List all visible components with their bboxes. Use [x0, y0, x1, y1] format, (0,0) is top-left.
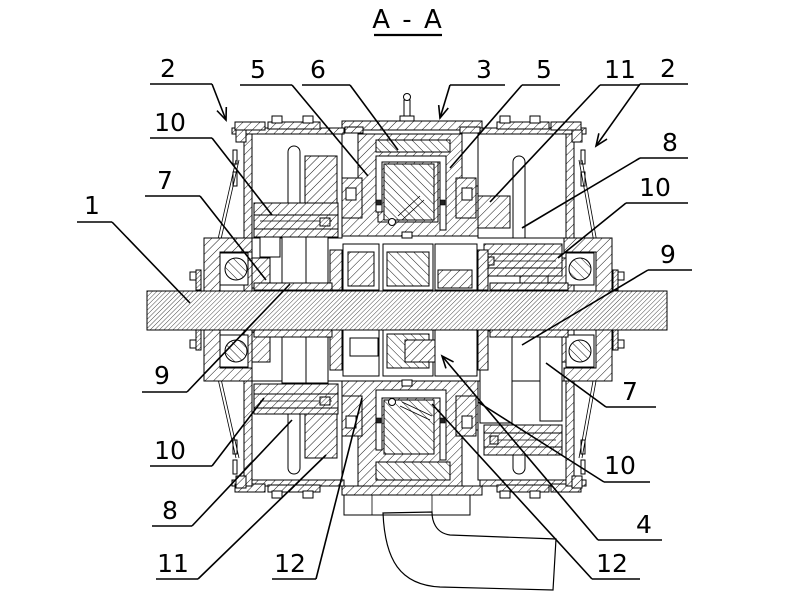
callout-number: 2 — [160, 54, 176, 83]
callout-c10-lr: 10 — [477, 401, 650, 483]
callout-leader-line — [439, 84, 451, 119]
callout-number: 10 — [639, 173, 671, 202]
callout-leader-line — [595, 83, 641, 147]
callout-leader-line — [477, 401, 605, 483]
upper-left-chamber — [251, 133, 343, 290]
callout-leader-line — [431, 403, 593, 580]
section-title-text: A - A — [372, 5, 443, 35]
central-upper-body — [341, 133, 479, 239]
top-valve-stem — [399, 93, 415, 122]
callout-number: 2 — [660, 54, 676, 83]
callout-leader-line — [489, 84, 601, 203]
upper-right-chamber — [475, 133, 567, 291]
lower-left-chamber — [251, 330, 343, 481]
callout-c5-right: 5 — [449, 55, 560, 169]
callout-leader-line — [111, 221, 191, 304]
callout-c5-left: 5 — [240, 55, 369, 177]
shaft-bushing-upper-right — [489, 282, 569, 291]
callout-number: 11 — [157, 549, 189, 578]
shaft-bushing-lower-right — [489, 329, 569, 338]
callout-number: 5 — [250, 55, 266, 84]
callout-leader-line — [211, 397, 265, 467]
callout-number: 11 — [604, 55, 636, 84]
bottom-plate — [341, 485, 483, 496]
bottom-outlet-pipe — [343, 494, 557, 591]
assembly-body — [146, 93, 668, 591]
callout-leader-line — [557, 202, 627, 259]
callout-number: 12 — [274, 549, 306, 578]
callout-leader-line — [521, 269, 649, 346]
callout-c8-top: 8 — [521, 128, 688, 229]
callout-number: 12 — [596, 549, 628, 578]
central-gear-blocks — [329, 243, 489, 377]
callout-leader-line — [199, 195, 267, 281]
arrowhead-icon — [594, 133, 608, 148]
callout-leader-line — [291, 84, 369, 177]
callout-leader-line — [441, 355, 599, 541]
callout-number: 8 — [662, 128, 678, 157]
shaft-bushing-lower-left — [253, 329, 333, 338]
callout-number: 9 — [154, 361, 170, 390]
callout-c9-left: 9 — [142, 283, 291, 393]
callout-number: 4 — [636, 510, 652, 539]
callout-leader-line — [545, 362, 607, 408]
callout-layer: 2 5 6 3 5 11 2 10 8 7 10 1 9 9 7 10 10 8 4 11 12 12 — [77, 54, 692, 580]
callout-leader-line — [315, 397, 363, 580]
callout-c1: 1 — [77, 191, 191, 304]
callout-number: 10 — [154, 108, 186, 137]
arrowhead-icon — [216, 106, 228, 122]
top-bolts — [234, 115, 582, 131]
callout-c6: 6 — [302, 55, 399, 151]
callout-c7-left: 7 — [145, 166, 267, 281]
callout-number: 8 — [162, 496, 178, 525]
arrowhead-icon — [437, 104, 449, 120]
callout-number: 6 — [310, 55, 326, 84]
callout-c10-ll: 10 — [150, 397, 265, 467]
callout-c3: 3 — [437, 55, 505, 120]
callout-c12-right: 12 — [431, 403, 640, 580]
callout-number: 7 — [157, 166, 173, 195]
callout-c11-top: 11 — [489, 55, 640, 203]
callout-leader-line — [186, 283, 291, 393]
callout-leader-line — [349, 84, 399, 151]
main-shaft — [146, 290, 668, 331]
callout-c4: 4 — [440, 354, 662, 541]
callout-number: 10 — [604, 451, 636, 480]
callout-c9-right: 9 — [521, 240, 692, 346]
callout-number: 10 — [154, 436, 186, 465]
callout-number: 7 — [622, 377, 638, 406]
callout-leader-line — [449, 84, 523, 169]
lower-right-chamber — [477, 330, 567, 481]
callout-c2-right: 2 — [594, 54, 688, 148]
bottom-bolts — [234, 483, 582, 499]
central-lower-body — [341, 379, 479, 487]
callout-leader-line — [211, 137, 273, 216]
callout-c8-bot: 8 — [152, 419, 293, 527]
shaft-bushing-upper-left — [253, 282, 333, 291]
callout-leader-line — [211, 83, 227, 121]
callout-number: 3 — [476, 55, 492, 84]
callout-c2-left: 2 — [150, 54, 228, 122]
callout-c12-left: 12 — [272, 397, 363, 580]
callout-c7-right: 7 — [545, 362, 656, 408]
callout-c10-ul: 10 — [150, 108, 273, 216]
top-plate — [341, 120, 483, 131]
callout-c10-ur: 10 — [557, 173, 688, 259]
callout-leader-line — [191, 419, 293, 527]
callout-c11-bot: 11 — [156, 454, 327, 580]
callout-number: 1 — [84, 191, 100, 220]
section-title: A - A — [372, 5, 443, 37]
callout-number: 5 — [536, 55, 552, 84]
callout-leader-line — [197, 454, 327, 580]
callout-number: 9 — [660, 240, 676, 269]
callout-leader-line — [521, 157, 641, 229]
arrowhead-icon — [440, 354, 454, 369]
